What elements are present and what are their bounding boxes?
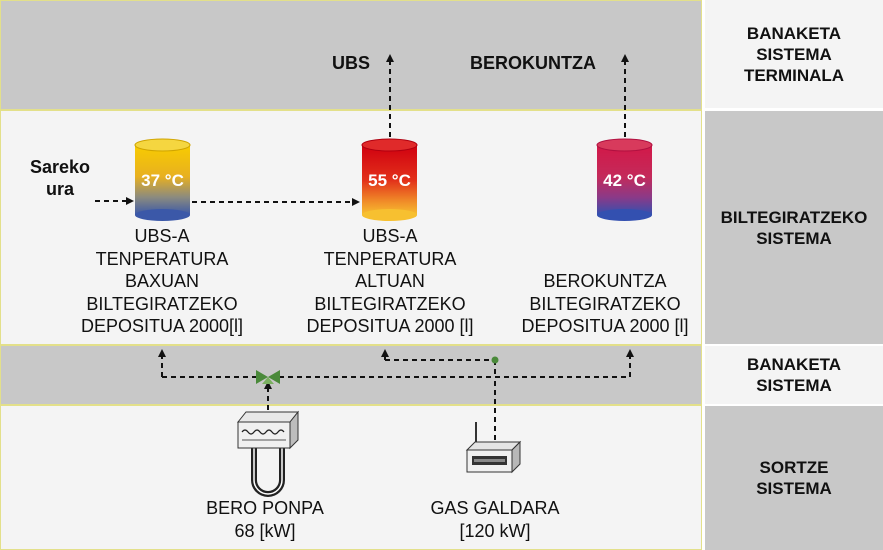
tank-low-temp-value: 37 °C xyxy=(141,171,184,190)
tank-heating-value: 42 °C xyxy=(603,171,646,190)
layer-label-generation: SORTZE SISTEMA xyxy=(705,406,883,550)
junction-node-icon xyxy=(491,356,499,364)
tank-low-temp: 37 °C xyxy=(134,138,191,221)
band-distribution-terminal xyxy=(0,0,702,110)
layer-label-distribution: BANAKETA SISTEMA xyxy=(705,346,883,404)
tank-low-temp-label: UBS-A TENPERATURA BAXUAN BILTEGIRATZEKO … xyxy=(80,226,244,336)
layer-label-distribution-terminal: BANAKETA SISTEMA TERMINALA xyxy=(705,0,883,108)
tank-high-temp-label: UBS-A TENPERATURA ALTUAN BILTEGIRATZEKO … xyxy=(306,226,474,336)
three-way-valve-icon xyxy=(256,370,280,384)
band-generation xyxy=(0,405,702,550)
output-label-dhw: UBS xyxy=(332,53,371,73)
layer-label-storage: BILTEGIRATZEKO SISTEMA xyxy=(705,111,883,344)
tank-high-temp-value: 55 °C xyxy=(368,171,411,190)
inlet-label: Sareko ura xyxy=(30,157,91,199)
output-label-heating: BEROKUNTZA xyxy=(470,53,596,73)
band-distribution xyxy=(0,345,702,405)
heat-pump-icon xyxy=(236,410,300,497)
band-storage xyxy=(0,110,702,345)
gas-boiler-capacity: [120 kW] xyxy=(459,521,531,541)
heat-pump-name: BERO PONPA xyxy=(206,498,324,518)
gas-boiler-icon xyxy=(465,422,522,474)
heat-pump-capacity: 68 [kW] xyxy=(234,521,296,541)
tank-high-temp: 55 °C xyxy=(361,138,418,221)
tank-heating: 42 °C xyxy=(596,138,653,221)
gas-boiler-name: GAS GALDARA xyxy=(430,498,560,518)
tank-heating-label: BEROKUNTZA BILTEGIRATZEKO DEPOSITUA 2000… xyxy=(521,271,689,336)
